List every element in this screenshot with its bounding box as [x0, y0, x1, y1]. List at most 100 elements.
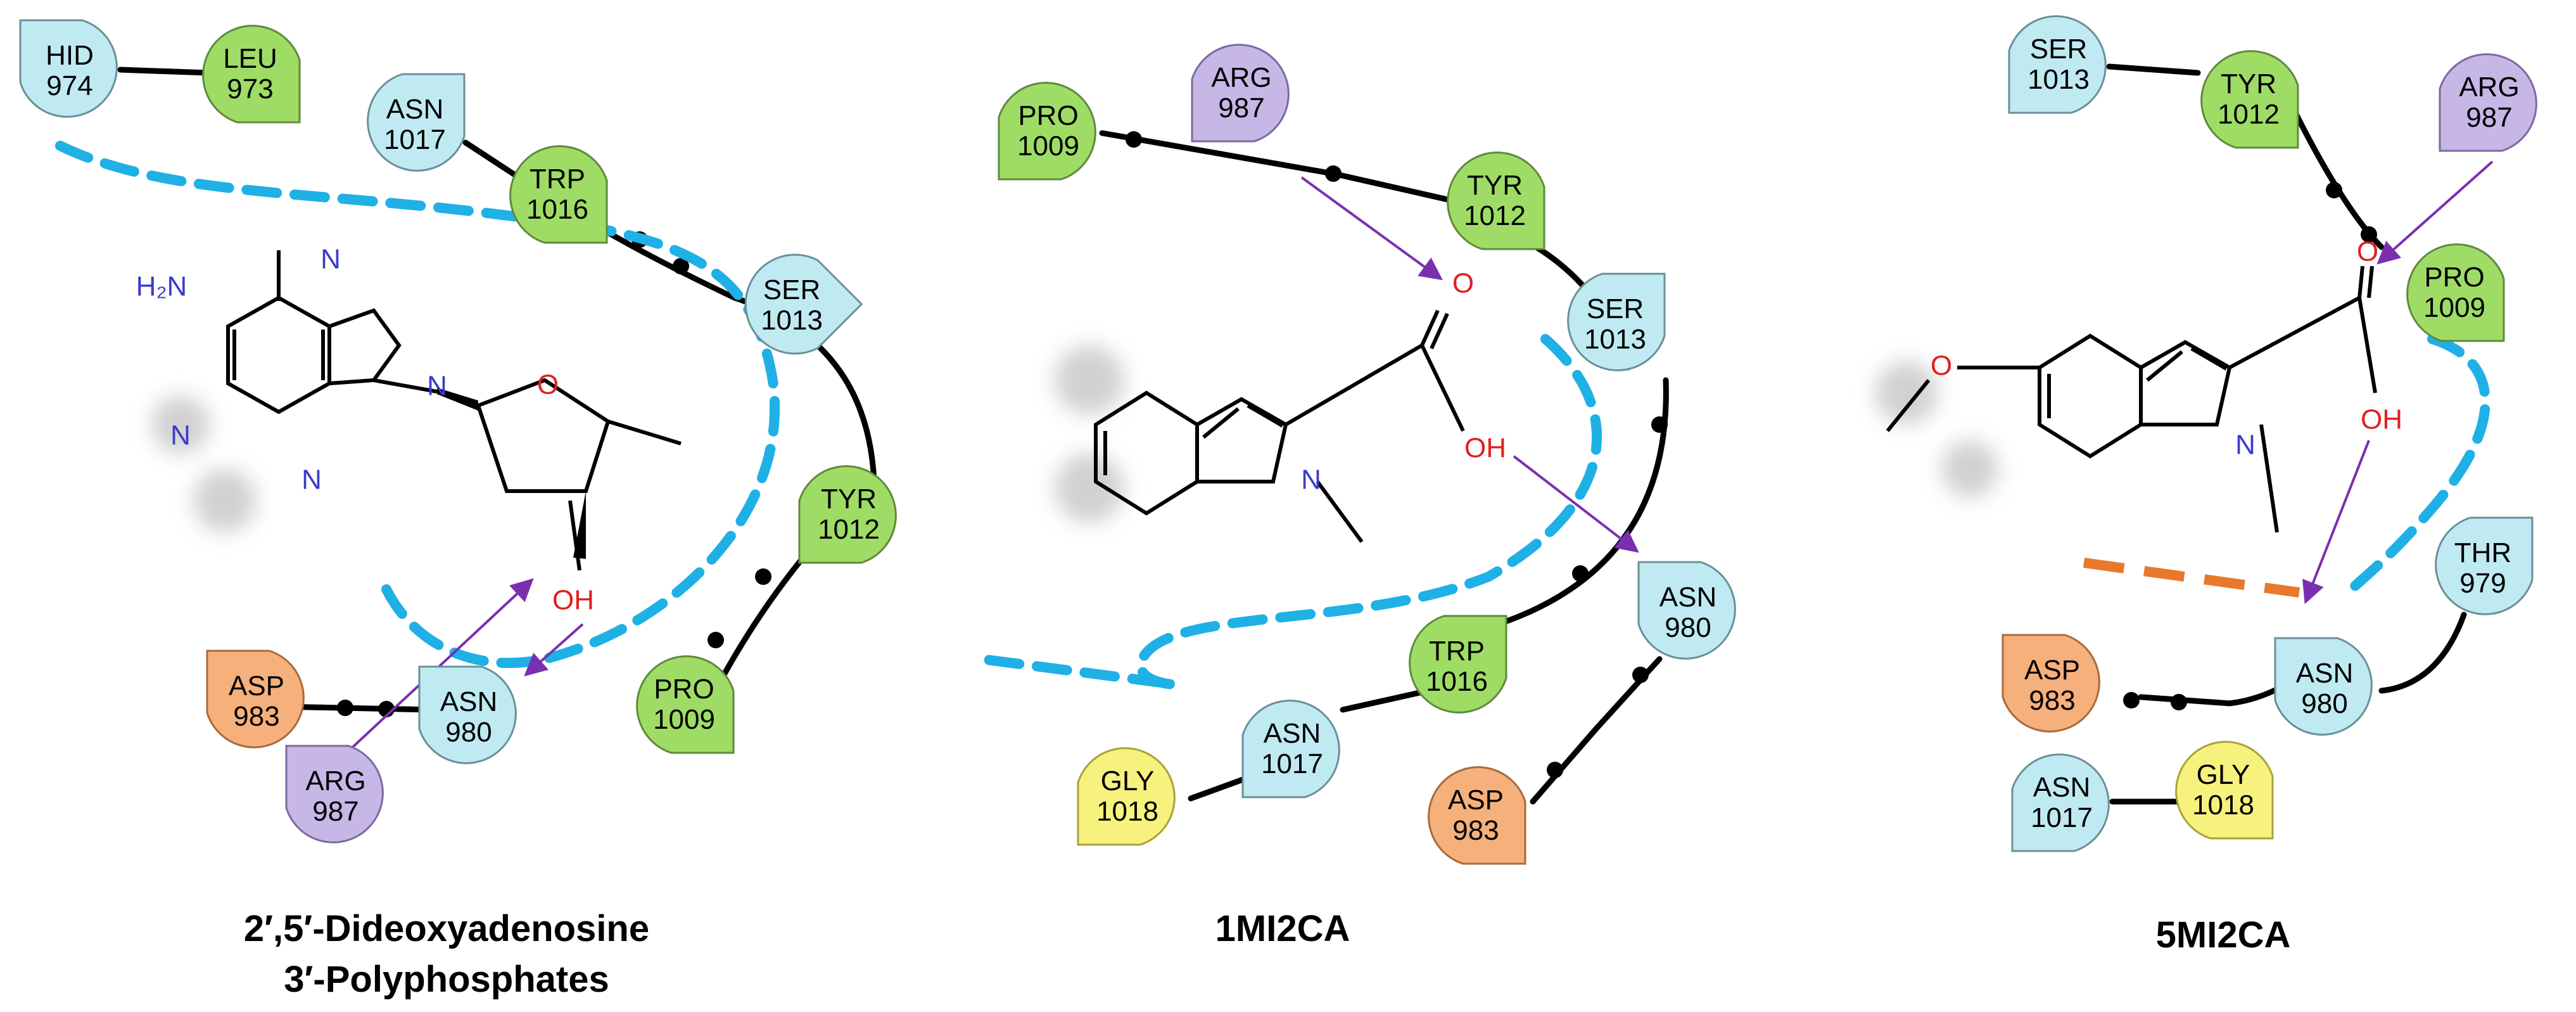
residue-code: GLY: [2197, 759, 2250, 790]
residue-code: TRP: [530, 163, 585, 195]
exposure-halos: [151, 395, 257, 532]
residue-pro1009: PRO 1009: [998, 82, 1096, 181]
exposure-halos: [1055, 345, 1124, 523]
residue-code: PRO: [1018, 100, 1078, 131]
hbond-arrow-arg987: [2376, 160, 2494, 265]
residue-trp1016: TRP 1016: [509, 145, 608, 244]
residue-asn980: ASN 980: [2274, 637, 2373, 736]
ligand-1mi2ca: [1094, 309, 1465, 543]
atom-n4: N: [427, 371, 447, 402]
residue-number: 1012: [1464, 200, 1526, 231]
residue-number: 1009: [653, 704, 715, 735]
residue-number: 987: [1218, 93, 1264, 124]
atom-oh: OH: [552, 585, 594, 616]
wedge-bond: [437, 388, 478, 411]
residue-number: 980: [445, 717, 492, 748]
residue-code: HID: [46, 40, 94, 71]
residue-code: ASP: [2024, 655, 2080, 686]
atom-n: N: [2235, 430, 2256, 461]
atom-n: N: [1301, 464, 1321, 496]
residue-code: ARG: [305, 765, 365, 797]
residue-number: 974: [46, 70, 92, 101]
residue-number: 1016: [1426, 666, 1488, 697]
residue-code: TRP: [1429, 636, 1485, 667]
residue-ser1013: SER 1013: [2008, 15, 2107, 114]
hbond-arrow-asn980: [1513, 455, 1639, 553]
residue-number: 1013: [761, 305, 823, 336]
atom-o-ring: O: [537, 369, 559, 400]
residue-asn980: ASN 980: [1637, 561, 1736, 660]
residue-code: ASN: [386, 94, 443, 125]
residue-number: 983: [2029, 685, 2075, 716]
atom-o: O: [2357, 236, 2378, 267]
residue-code: ASP: [1448, 785, 1504, 816]
residue-gly1018: GLY 1018: [2175, 741, 2274, 840]
atom-o-methoxy: O: [1931, 350, 1952, 381]
residue-arg987: ARG 987: [1191, 44, 1290, 143]
residue-pro1009: PRO 1009: [2406, 243, 2505, 342]
wedge-bond-oh: [573, 491, 586, 559]
residue-tyr1012: TYR 1012: [798, 465, 897, 564]
backbone-dots: [1126, 131, 1668, 778]
residue-number: 980: [2301, 688, 2347, 719]
caption-line2: 3′-Polyphosphates: [284, 959, 609, 1000]
residue-number: 1013: [2027, 64, 2090, 95]
residue-asn1017: ASN 1017: [2011, 753, 2110, 852]
atom-oh: OH: [1464, 433, 1506, 464]
residue-asn980: ASN 980: [418, 665, 517, 764]
residue-code: ASN: [440, 686, 497, 717]
residue-code: SER: [1587, 293, 1644, 324]
hbond-arrow-asn980: [524, 623, 584, 677]
residue-gly1018: GLY 1018: [1077, 747, 1176, 846]
residue-tyr1012: TYR 1012: [2200, 50, 2299, 149]
residue-asp983: ASP 983: [2002, 634, 2100, 733]
pocket-boundary: [977, 334, 1602, 689]
residue-number: 1013: [1584, 324, 1646, 355]
backbone-lines: [1099, 130, 1669, 805]
residue-hid974: HID 974: [19, 19, 118, 118]
hbond-arrow-arg987: [1300, 176, 1443, 281]
residue-code: ASP: [229, 670, 284, 701]
residue-number: 973: [227, 74, 273, 105]
residue-code: THR: [2454, 537, 2511, 568]
residue-code: TYR: [821, 484, 877, 515]
residue-pro1009: PRO 1009: [636, 655, 735, 754]
residue-code: ASN: [1659, 582, 1716, 613]
residue-code: SER: [763, 274, 820, 305]
panel-2: O OH N ARG 987 PRO 1009 TYR 1012 SER 101…: [977, 44, 1736, 949]
residue-asn1017: ASN 1017: [367, 73, 466, 172]
residue-number: 1017: [384, 124, 446, 155]
residue-asp983: ASP 983: [206, 650, 305, 748]
residue-leu973: LEU 973: [202, 25, 301, 124]
caption-line1: 2′,5′-Dideoxyadenosine: [244, 908, 649, 949]
residue-ser1013: SER 1013: [1567, 272, 1666, 371]
hbond-arrow-asn980: [2302, 440, 2370, 605]
residue-number: 980: [1665, 612, 1711, 643]
pocket-boundary: [2344, 334, 2490, 601]
residue-ser1013: SER 1013: [744, 253, 863, 355]
caption-line1: 1MI2CA: [1215, 908, 1350, 949]
residue-code: ARG: [1211, 62, 1271, 93]
residue-trp1016: TRP 1016: [1409, 615, 1507, 714]
atom-nh2: H₂N: [136, 271, 187, 302]
pi-interaction-line: [2083, 558, 2300, 598]
residue-code: ASN: [2033, 772, 2090, 803]
ligand-2-5-dideoxyadenosine: [226, 250, 682, 571]
residue-number: 979: [2459, 568, 2506, 599]
residue-number: 1018: [2192, 790, 2254, 821]
backbone-dots: [2123, 182, 2377, 710]
residue-asp983: ASP 983: [1428, 766, 1526, 865]
exposure-halos: [1875, 361, 1998, 497]
residue-code: TYR: [1467, 170, 1523, 201]
residue-number: 1009: [1017, 131, 1079, 162]
atom-n1: N: [320, 244, 341, 275]
residue-thr979: THR 979: [2435, 516, 2534, 615]
residue-asn1017: ASN 1017: [1241, 700, 1340, 798]
residue-code: SER: [2030, 34, 2087, 65]
residue-number: 1016: [526, 194, 588, 225]
panel-3: O O OH N SER 1013 TYR 1012 ARG 987 PRO 1…: [1875, 15, 2537, 956]
residue-code: ARG: [2459, 72, 2519, 103]
ligand-5mi2ca: [1886, 266, 2377, 533]
